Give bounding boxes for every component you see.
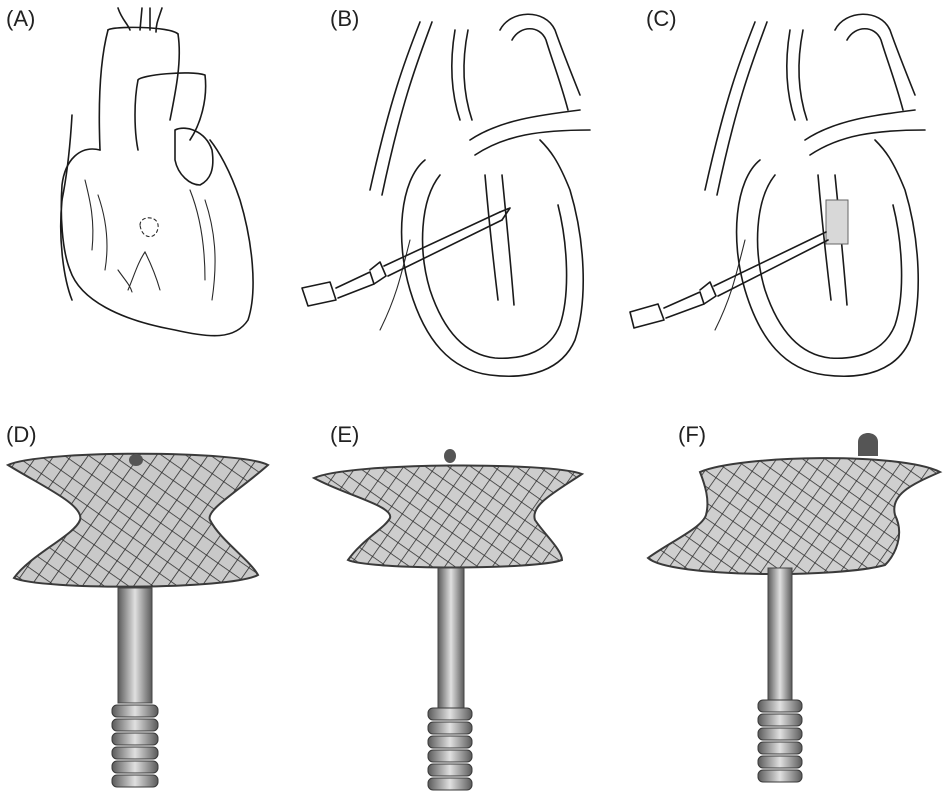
occluder-device-photo (5, 452, 270, 788)
mesh-disc (5, 452, 270, 588)
occluder-device-photo (311, 449, 585, 791)
panel-b: (B) (300, 0, 620, 390)
panel-b-label: (B) (330, 6, 360, 31)
panel-d: (D) (0, 410, 300, 803)
heart-drawing (59, 7, 254, 337)
coil-spring (757, 699, 803, 783)
occluder-device-photo (646, 433, 943, 783)
panel-e-label: (E) (330, 422, 360, 447)
heart-section-sheath-drawing (301, 13, 591, 378)
panel-a: (A) (0, 0, 300, 390)
coil-spring (427, 707, 473, 791)
panel-a-label: (A) (6, 6, 36, 31)
panel-e: (E) (300, 410, 620, 803)
heart-section-device-drawing (629, 13, 926, 378)
coil-spring (111, 704, 159, 788)
mesh-disc (311, 464, 585, 569)
panel-f-label: (F) (678, 422, 707, 447)
panel-c: (C) (620, 0, 945, 390)
panel-f: (F) (620, 410, 945, 803)
panel-d-label: (D) (6, 422, 37, 447)
panel-c-label: (C) (646, 6, 677, 31)
mesh-disc (646, 457, 943, 576)
